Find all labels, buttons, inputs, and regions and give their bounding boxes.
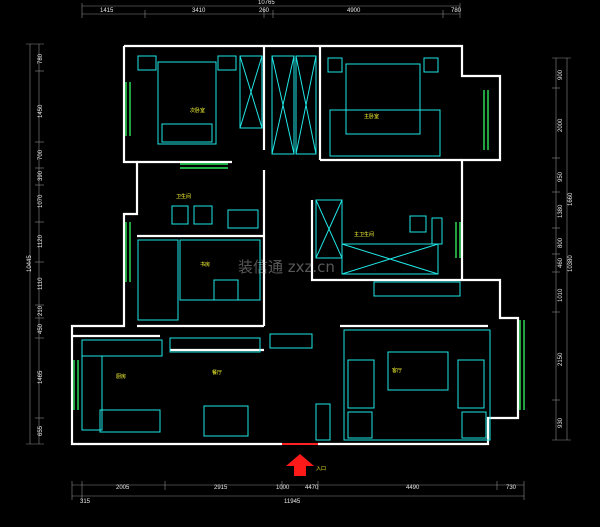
dim-bottom-5: 4490 xyxy=(406,485,420,491)
dim-bottom-2: 2915 xyxy=(214,485,228,491)
dim-top-3: 260 xyxy=(259,8,270,14)
dim-top-total: 10765 xyxy=(258,0,275,6)
dim-right-5: 800 xyxy=(558,237,564,248)
dim-right-total-a: 1660 xyxy=(568,192,574,206)
room-label-bedroom2: 次卧室 xyxy=(190,107,205,114)
dim-top-1: 1415 xyxy=(100,8,114,14)
dim-top-4: 4900 xyxy=(347,8,361,14)
dim-bottom-3: 1000 xyxy=(276,485,290,491)
left-dimension-chain: 780 1450 700 390 1070 1120 1110 210 450 … xyxy=(26,43,44,445)
dim-left-11: 655 xyxy=(38,425,44,436)
dim-bottom-start: 315 xyxy=(80,499,91,505)
furniture-outlines xyxy=(81,55,491,441)
dim-right-2: 2000 xyxy=(558,118,564,132)
dim-right-7: 1010 xyxy=(558,288,564,302)
dim-left-1: 780 xyxy=(38,53,44,64)
dim-left-5: 1070 xyxy=(38,194,44,208)
dim-left-2: 1450 xyxy=(38,104,44,118)
entry-arrow-icon xyxy=(286,454,314,476)
dim-bottom-6: 730 xyxy=(506,485,517,491)
dim-right-6: 460 xyxy=(558,257,564,268)
dim-right-8: 2150 xyxy=(558,352,564,366)
dim-left-7: 1110 xyxy=(38,277,44,290)
exterior-walls xyxy=(70,44,520,446)
room-labels: 次卧室 卫生间 主卧室 主卫生间 书房 厨房 餐厅 客厅 xyxy=(116,107,402,380)
dim-right-total-b: 10380 xyxy=(568,255,574,272)
dim-right-9: 930 xyxy=(558,417,564,428)
dim-left-4: 390 xyxy=(38,170,44,181)
top-dimension-chain: 10765 1415 3410 260 4900 780 xyxy=(81,0,462,18)
room-label-master-bedroom: 主卧室 xyxy=(364,113,379,120)
dim-left-3: 700 xyxy=(38,149,44,160)
entry-door: 入口 xyxy=(282,443,326,476)
room-label-master-bath: 主卫生间 xyxy=(354,231,374,238)
dim-bottom-1: 2005 xyxy=(116,485,130,491)
dim-top-5: 780 xyxy=(451,8,462,14)
dim-top-2: 3410 xyxy=(192,8,206,14)
dim-left-total: 10445 xyxy=(27,255,33,272)
dim-bottom-4: 4470 xyxy=(305,485,319,491)
dim-right-4: 1380 xyxy=(558,204,564,218)
room-label-bath-public: 卫生间 xyxy=(176,193,191,200)
right-dimension-chain: 900 2000 950 1380 800 460 1010 2150 930 … xyxy=(552,57,574,441)
dim-left-8: 210 xyxy=(38,305,44,316)
dim-right-1: 900 xyxy=(558,69,564,80)
watermark: 装信通 zxz.cn xyxy=(238,258,335,276)
dim-left-10: 1465 xyxy=(38,370,44,384)
dim-bottom-total: 11945 xyxy=(284,499,301,505)
dim-left-9: 450 xyxy=(38,323,44,334)
dim-right-3: 950 xyxy=(558,171,564,182)
room-label-kitchen: 厨房 xyxy=(116,373,126,380)
windows xyxy=(73,82,525,410)
room-label-dining: 餐厅 xyxy=(212,369,222,376)
dim-left-6: 1120 xyxy=(38,234,44,248)
room-label-study: 书房 xyxy=(200,261,210,268)
room-label-living: 客厅 xyxy=(392,367,402,374)
entry-label: 入口 xyxy=(316,466,326,472)
bottom-dimension-chain: 2005 2915 1000 4470 4490 730 315 11945 xyxy=(71,481,525,505)
